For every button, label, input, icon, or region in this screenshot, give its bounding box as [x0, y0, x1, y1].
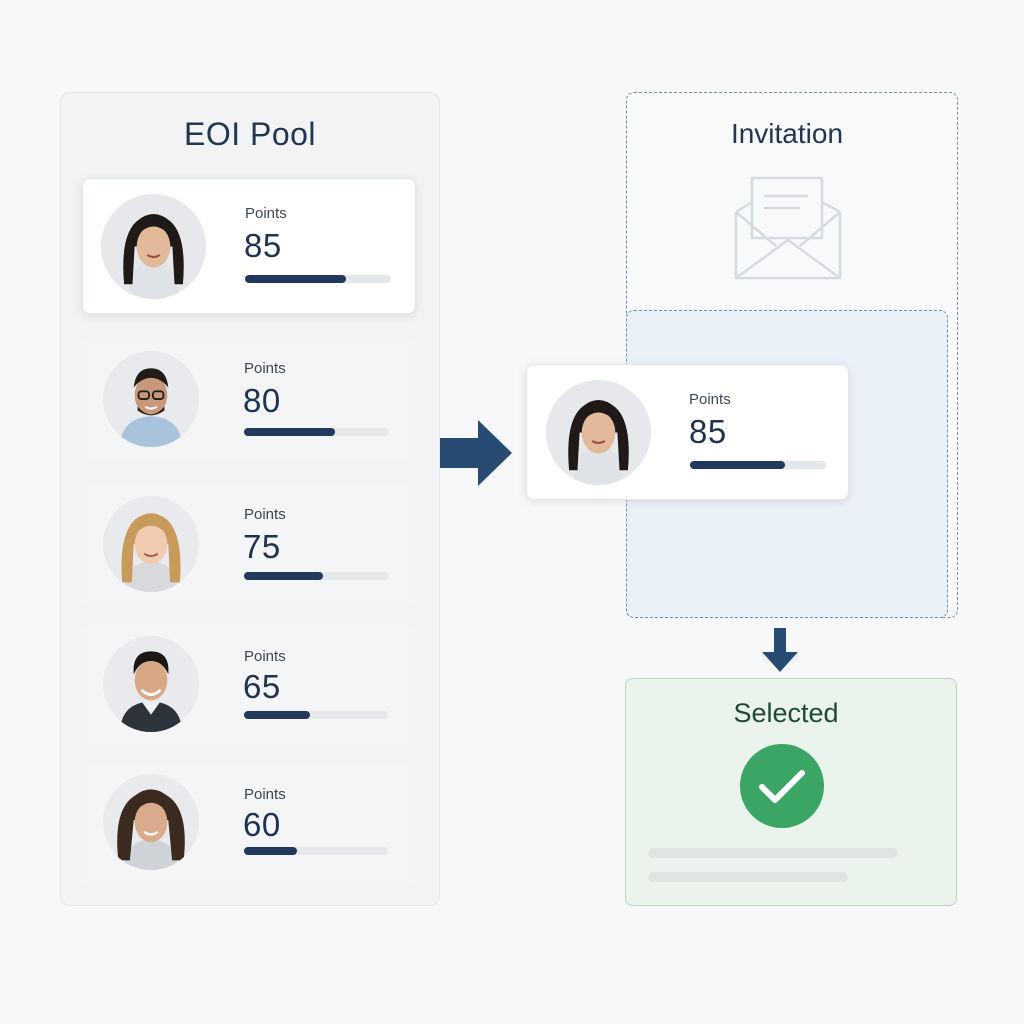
- points-bar-fill: [244, 711, 311, 719]
- points-bar-fill: [245, 275, 346, 283]
- candidate-card-3[interactable]: Points 75: [84, 484, 412, 606]
- avatar: [103, 496, 199, 592]
- arrow-down-icon: [762, 628, 798, 672]
- points-value: 85: [244, 227, 282, 264]
- points-bar: [244, 847, 388, 855]
- points-value: 65: [243, 668, 281, 705]
- avatar: [103, 774, 199, 870]
- candidate-card-2[interactable]: Points 80: [84, 338, 412, 460]
- points-bar: [244, 572, 388, 580]
- candidate-card-5[interactable]: Points 60: [84, 764, 412, 886]
- points-label: Points: [244, 786, 286, 803]
- points-bar: [244, 711, 388, 719]
- points-label: Points: [689, 391, 731, 408]
- points-bar-fill: [244, 847, 298, 855]
- candidate-card-1[interactable]: Points 85: [82, 178, 416, 314]
- points-value: 85: [689, 413, 727, 450]
- avatar: [546, 380, 651, 485]
- candidate-card-4[interactable]: Points 65: [84, 624, 412, 746]
- points-label: Points: [245, 205, 287, 222]
- points-value: 80: [243, 382, 281, 419]
- points-bar: [245, 275, 391, 283]
- avatar: [101, 194, 206, 299]
- placeholder-line: [648, 872, 848, 882]
- points-label: Points: [244, 360, 286, 377]
- points-value: 75: [243, 528, 281, 565]
- eoi-pool-title: EOI Pool: [183, 116, 317, 152]
- placeholder-line: [648, 848, 898, 858]
- envelope-icon: [734, 176, 842, 280]
- points-bar: [244, 428, 388, 436]
- check-circle-icon: [740, 744, 824, 828]
- arrow-right-icon: [440, 420, 512, 486]
- points-value: 60: [243, 806, 281, 843]
- invited-candidate-card[interactable]: Points 85: [526, 364, 849, 500]
- points-bar-fill: [244, 572, 324, 580]
- points-label: Points: [244, 506, 286, 523]
- points-bar-fill: [244, 428, 335, 436]
- points-label: Points: [244, 648, 286, 665]
- selected-title: Selected: [733, 698, 839, 728]
- avatar: [103, 351, 199, 447]
- invitation-title: Invitation: [730, 118, 844, 149]
- avatar: [103, 636, 199, 732]
- points-bar: [690, 461, 826, 469]
- points-bar-fill: [690, 461, 786, 469]
